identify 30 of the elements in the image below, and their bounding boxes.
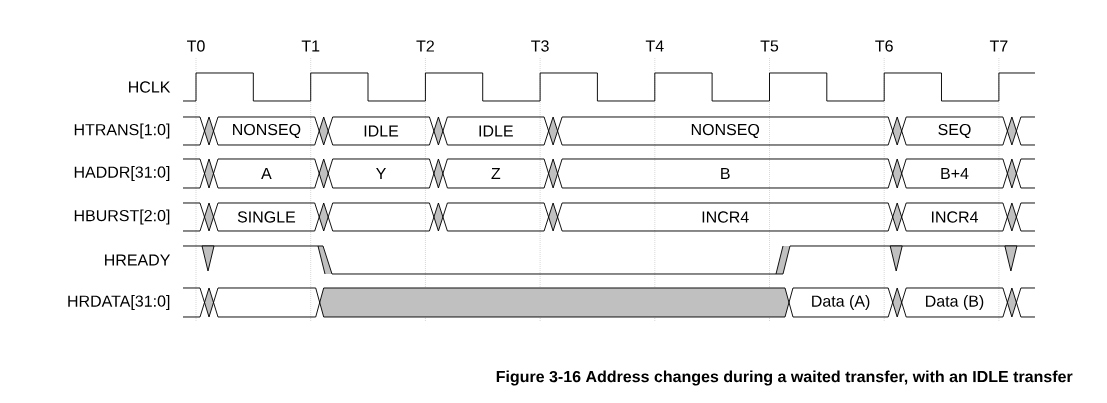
bus-value: SEQ <box>936 122 973 140</box>
time-label: T6 <box>875 40 893 52</box>
bus-value: Z <box>489 166 503 181</box>
bus-value: B <box>718 166 732 181</box>
signal-name: HADDR[31:0] <box>74 166 170 181</box>
signal-name: HREADY <box>105 254 171 266</box>
time-label: T0 <box>187 40 205 52</box>
bus-value: A <box>259 166 274 181</box>
bus-value: NONSEQ <box>689 122 762 140</box>
time-label: T4 <box>645 40 664 52</box>
bus-value: Data (B) <box>923 293 986 312</box>
time-label: T1 <box>301 40 320 52</box>
bus-value: Data (A) <box>809 293 872 312</box>
caption: Figure 3-16 Address changes during a waited transfer, with an IDLE transfer <box>496 370 1073 386</box>
bus-value: IDLE <box>361 124 401 138</box>
signal-name: HTRANS[1:0] <box>74 123 170 139</box>
time-label: T2 <box>416 40 434 52</box>
bus-value: INCR4 <box>929 210 980 224</box>
time-label: T7 <box>989 40 1008 52</box>
bus-value: SINGLE <box>235 210 298 224</box>
bus-value: B+4 <box>938 166 971 181</box>
bus-value: Y <box>374 166 388 181</box>
time-label: T5 <box>760 40 779 52</box>
bus-value: NONSEQ <box>230 122 303 140</box>
bus-value: IDLE <box>476 124 515 138</box>
signal-name: HRDATA[31:0] <box>68 295 170 310</box>
signal-name: HBURST[2:0] <box>74 209 170 225</box>
signal-name: HCLK <box>129 81 171 93</box>
bus-value: INCR4 <box>699 210 751 224</box>
time-label: T3 <box>531 40 549 52</box>
